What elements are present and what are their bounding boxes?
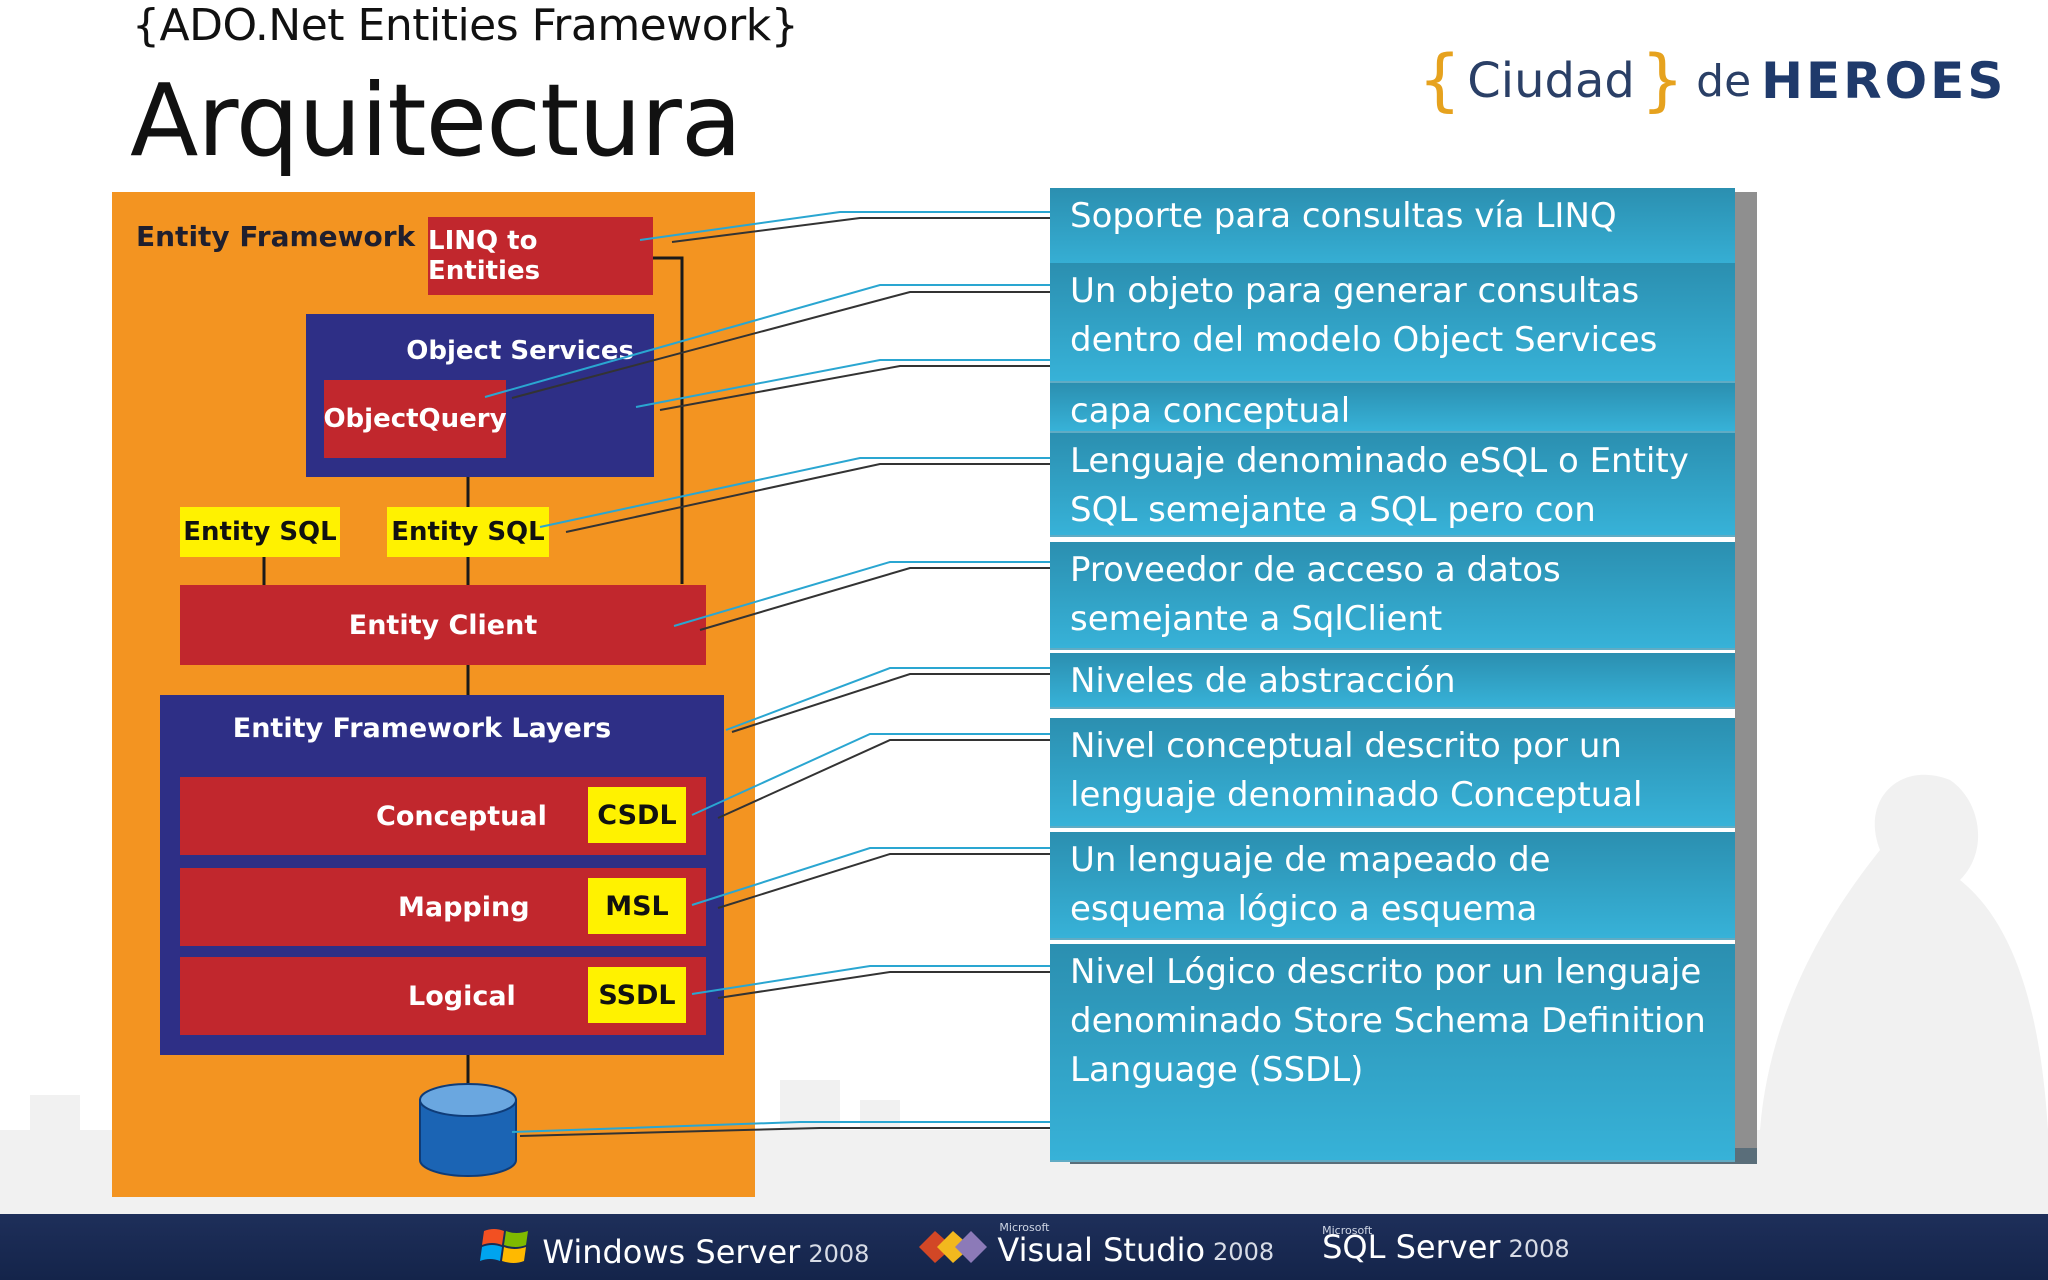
msl-badge: MSL [588, 878, 686, 934]
sql-server-name: SQL Server [1322, 1228, 1501, 1266]
layers-title: Entity Framework Layers [232, 713, 612, 744]
visual-studio-microsoft: Microsoft [999, 1221, 1050, 1234]
object-query-box: ObjectQuery [323, 380, 507, 458]
windows-flag-icon [480, 1229, 529, 1263]
callout-object-services: capa conceptual [1050, 383, 1735, 433]
callout-stack-edge [1735, 192, 1757, 1162]
callout-entity-sql-text: Lenguaje denominado eSQL o Entity SQL se… [1070, 441, 1689, 530]
callout-linq: Soporte para consultas vía LINQ [1050, 188, 1735, 274]
entity-sql-right-box: Entity SQL [387, 507, 549, 557]
callout-linq-text: Soporte para consultas vía LINQ [1070, 196, 1617, 236]
logo-de: de [1696, 55, 1752, 107]
ssdl-badge: SSDL [588, 967, 686, 1023]
object-services-label: Object Services [406, 336, 634, 366]
page-title: Arquitectura [130, 62, 742, 179]
sql-server-microsoft: Microsoft [1322, 1224, 1373, 1237]
entity-framework-label: Entity Framework [136, 220, 416, 253]
footer-product-bar: Windows Server 2008 Microsoft Visual Stu… [0, 1214, 2048, 1280]
callout-entity-sql: Lenguaje denominado eSQL o Entity SQL se… [1050, 433, 1735, 537]
linq-to-client-line [652, 256, 684, 584]
windows-server-product: Windows Server 2008 [478, 1223, 869, 1271]
callout-conceptual-text: Nivel conceptual descrito por un lenguaj… [1070, 726, 1643, 815]
callout-logical: Nivel Lógico descrito por un lenguaje de… [1050, 944, 1735, 1162]
callout-object-services-text: capa conceptual [1070, 391, 1351, 431]
entity-sql-left-box: Entity SQL [180, 507, 340, 557]
sql-server-version: 2008 [1508, 1235, 1570, 1263]
callout-entity-client: Proveedor de acceso a datos semejante a … [1050, 542, 1735, 650]
logo-close-brace: } [1640, 41, 1685, 120]
windows-server-name: Windows Server [542, 1233, 801, 1271]
callout-abstraction-levels-text: Niveles de abstracción [1070, 661, 1456, 701]
entity-client-box: Entity Client [180, 585, 706, 665]
entity-framework-diagram: Entity Framework LINQ to Entities Object… [112, 192, 755, 1197]
sql-server-product: Microsoft SQL Server 2008 [1322, 1224, 1570, 1266]
visual-studio-product: Microsoft Visual Studio 2008 [917, 1221, 1275, 1269]
callout-object-query: Un objeto para generar consultas dentro … [1050, 263, 1735, 383]
callout-abstraction-levels: Niveles de abstracción [1050, 653, 1735, 709]
callout-mapping: Un lenguaje de mapeado de esquema lógico… [1050, 832, 1735, 940]
logo-heroes: HEROES [1761, 52, 2007, 110]
visual-studio-version: 2008 [1213, 1238, 1275, 1266]
visual-studio-name: Visual Studio [997, 1231, 1206, 1269]
callout-conceptual: Nivel conceptual descrito por un lenguaj… [1050, 718, 1735, 828]
callout-object-query-text: Un objeto para generar consultas dentro … [1070, 271, 1658, 360]
callout-entity-client-text: Proveedor de acceso a datos semejante a … [1070, 550, 1561, 639]
conceptual-label: Conceptual [376, 800, 547, 832]
windows-server-version: 2008 [808, 1240, 870, 1268]
callout-mapping-text: Un lenguaje de mapeado de esquema lógico… [1070, 840, 1551, 929]
csdl-badge: CSDL [588, 787, 686, 843]
logo-open-brace: { [1418, 41, 1462, 120]
ciudad-de-heroes-logo: { Ciudad } de HEROES [1418, 46, 2006, 116]
callout-logical-text: Nivel Lógico descrito por un lenguaje de… [1070, 952, 1706, 1090]
presentation-subtitle: {ADO.Net Entities Framework} [132, 0, 799, 51]
mapping-label: Mapping [398, 891, 530, 923]
logical-label: Logical [408, 980, 516, 1012]
linq-to-entities-box: LINQ to Entities [428, 217, 653, 295]
logo-ciudad: Ciudad [1467, 53, 1635, 109]
database-icon [419, 1083, 517, 1177]
visual-studio-logo-icon [919, 1231, 988, 1263]
